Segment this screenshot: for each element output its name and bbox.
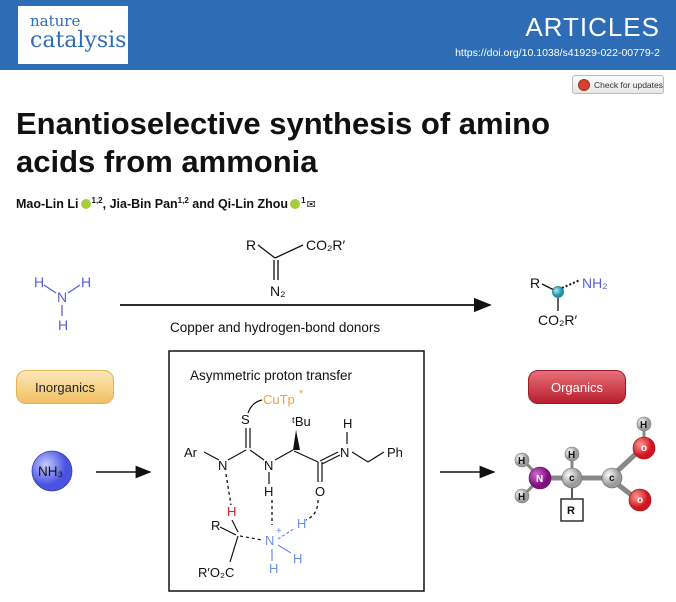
charge-label: + bbox=[276, 526, 282, 537]
section-label: ARTICLES bbox=[525, 12, 660, 42]
carbonyl-oxygen-atom bbox=[628, 488, 652, 512]
tbu-label: ᵗBu bbox=[292, 414, 311, 429]
nitrogen-atom bbox=[528, 466, 552, 490]
ammonium-h-label: H bbox=[293, 551, 302, 566]
logo-line2: catalysis bbox=[30, 28, 127, 53]
nh2-label: NH₂ bbox=[582, 275, 608, 291]
atom-label: H bbox=[518, 456, 525, 467]
ammonium-n-label: N bbox=[265, 533, 274, 548]
atom-label: Ph bbox=[387, 445, 403, 460]
ammonia-structure: H N H H bbox=[34, 274, 91, 333]
hydroxyl-oxygen-atom bbox=[632, 436, 656, 460]
atom-label: N bbox=[340, 445, 349, 460]
affiliation: 1,2 bbox=[91, 196, 103, 205]
stereocenter-atom bbox=[552, 286, 564, 298]
hydrogen-atom bbox=[514, 488, 530, 504]
star-label: * bbox=[299, 388, 304, 400]
atom-label: c bbox=[569, 473, 575, 484]
author-name[interactable]: Qi-Lin Zhou bbox=[217, 197, 289, 212]
hydrogen-atom bbox=[514, 452, 530, 468]
atom-label: H bbox=[518, 492, 525, 503]
transition-state-structure: CuTp * S Ar N N H ᵗBu O N H Ph H R bbox=[184, 388, 403, 580]
ammonium-h-label: H bbox=[297, 516, 306, 531]
orcid-icon[interactable] bbox=[290, 199, 301, 210]
atom-label: N bbox=[57, 289, 67, 305]
doi-link[interactable]: https://doi.org/10.1038/s41929-022-00779… bbox=[455, 47, 660, 59]
carbonyl-carbon-atom bbox=[601, 467, 623, 489]
article-title: Enantioselective synthesis of amino acid… bbox=[16, 106, 551, 179]
organics-pill: Organics bbox=[528, 370, 626, 404]
diazo-reagent: R CO₂R′ N₂ bbox=[246, 237, 346, 299]
atom-label: Ar bbox=[184, 445, 198, 460]
atom-label: R bbox=[567, 505, 575, 517]
hydrogen-atom bbox=[564, 446, 580, 462]
orcid-icon[interactable] bbox=[80, 199, 91, 210]
atom-label: H bbox=[568, 450, 575, 461]
alpha-carbon-atom bbox=[561, 467, 583, 489]
atom-label: o bbox=[641, 443, 647, 454]
mechanism-box bbox=[168, 350, 425, 592]
proton-label: H bbox=[227, 504, 236, 519]
atom-label: R bbox=[211, 518, 220, 533]
crossmark-icon bbox=[578, 78, 590, 91]
check-updates-label: Check for updates bbox=[594, 79, 663, 90]
logo-line1: nature bbox=[30, 12, 81, 30]
ester-label: R′O₂C bbox=[198, 565, 234, 580]
amino-acid-model: H N H H H c c o o R bbox=[514, 416, 656, 522]
atom-label: H bbox=[58, 317, 68, 333]
journal-logo[interactable]: nature catalysis bbox=[18, 6, 128, 64]
atom-label: N bbox=[536, 474, 543, 485]
nh3-label: NH₃ bbox=[38, 464, 63, 479]
ester-label: CO₂R′ bbox=[306, 237, 346, 253]
journal-header: nature catalysis ARTICLES https://doi.or… bbox=[0, 0, 676, 70]
ester-label: CO₂R′ bbox=[538, 312, 578, 328]
r-group-box bbox=[560, 498, 584, 522]
hydrogen-atom bbox=[636, 416, 652, 432]
nh3-sphere bbox=[31, 450, 73, 492]
atom-label: H bbox=[81, 274, 91, 290]
atom-label: H bbox=[343, 416, 352, 431]
conditions-label: Copper and hydrogen-bond donors bbox=[170, 320, 380, 335]
box-title: Asymmetric proton transfer bbox=[190, 368, 353, 383]
atom-label: S bbox=[241, 412, 250, 427]
atom-label: H bbox=[34, 274, 44, 290]
envelope-icon[interactable]: ✉ bbox=[306, 199, 316, 212]
atom-label: N bbox=[264, 458, 273, 473]
atom-label: H bbox=[264, 484, 273, 499]
author-name[interactable]: Mao-Lin Li bbox=[16, 197, 79, 212]
atom-label: N bbox=[218, 458, 227, 473]
inorganics-pill: Inorganics bbox=[16, 370, 114, 404]
product-structure: R NH₂ CO₂R′ bbox=[530, 275, 608, 328]
ammonium-h-label: H bbox=[269, 561, 278, 576]
check-for-updates-button[interactable]: Check for updates bbox=[572, 75, 664, 94]
affiliation: 1 bbox=[301, 196, 306, 205]
atom-label: c bbox=[609, 473, 615, 484]
author-name[interactable]: Jia-Bin Pan bbox=[109, 197, 178, 212]
r-group-label: R bbox=[530, 275, 540, 291]
affiliation: 1,2 bbox=[177, 196, 189, 205]
atom-label: H bbox=[640, 420, 647, 431]
r-group-label: R bbox=[246, 237, 256, 253]
atom-label: O bbox=[315, 484, 325, 499]
n2-label: N₂ bbox=[270, 283, 286, 299]
cutp-label: CuTp bbox=[263, 392, 295, 407]
atom-label: o bbox=[637, 495, 643, 506]
